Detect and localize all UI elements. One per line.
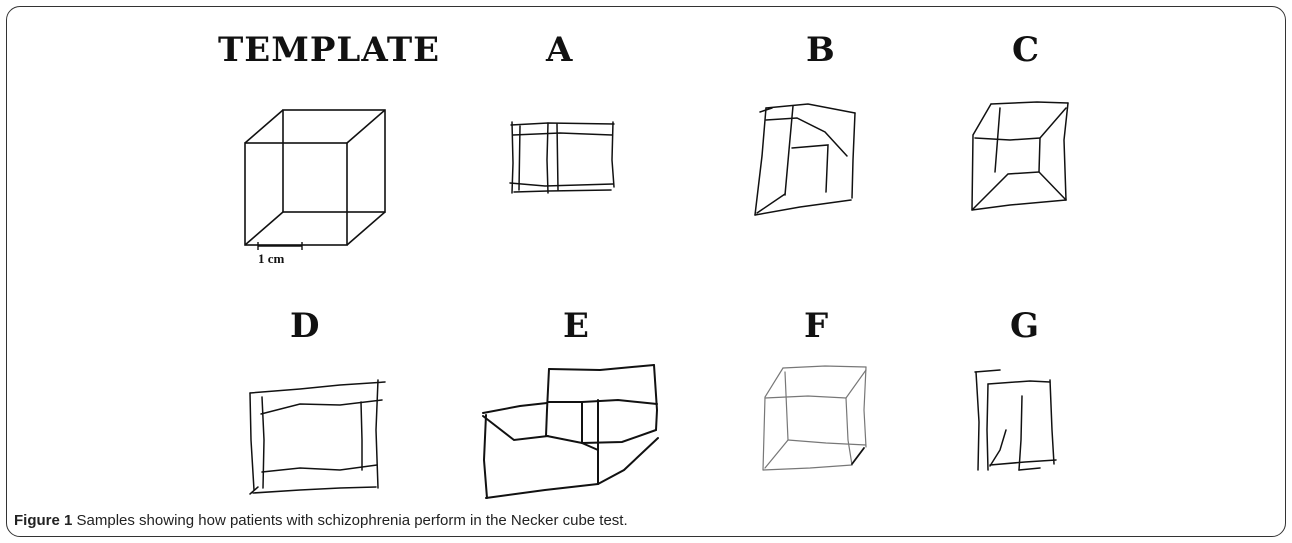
drawing-a [509,121,615,194]
drawing-g [974,369,1057,471]
drawing-f-dark-corner [851,447,865,465]
panel-label-d: D [290,306,321,346]
drawing-e [482,364,659,499]
drawing-d [249,379,386,495]
figure-caption-text: Samples showing how patients with schizo… [76,512,628,529]
panel-label-e: E [563,306,590,346]
drawing-c [971,101,1069,211]
panel-label-a: A [546,30,574,70]
panel-label-c: C [1012,30,1041,70]
figure-caption-label: Figure 1 [14,512,73,529]
drawing-b [754,103,856,216]
scale-bar [257,242,303,250]
panel-label-g: G [1010,306,1041,346]
panel-label-f: F [804,306,830,346]
template-cube [244,109,386,246]
scale-bar-label: 1 cm [258,251,285,266]
drawing-f [762,365,867,471]
panel-label-b: B [806,30,836,70]
figure-caption: Figure 1 Samples showing how patients wi… [14,512,628,529]
panel-label-template: TEMPLATE [218,30,441,70]
